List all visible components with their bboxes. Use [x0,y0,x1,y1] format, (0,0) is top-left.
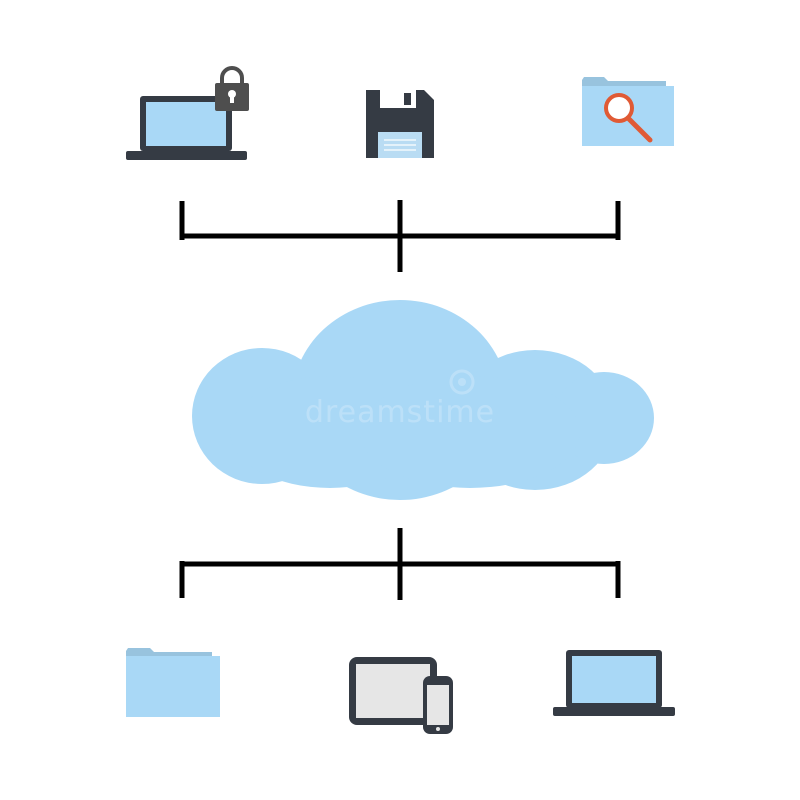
phone-screen [427,685,449,725]
laptop-screen [572,656,656,703]
locked-laptop-icon [126,66,249,160]
watermark-text: dreamstime [305,395,495,430]
watermark-logo-icon [449,369,475,395]
laptop-icon [553,650,675,716]
padlock-icon [215,66,249,111]
tablet-screen [356,664,430,718]
bottom-connector [179,528,621,600]
folder-search-icon [582,77,674,146]
cloud-shape [192,300,654,500]
top-connector [179,200,621,272]
folder-icon [126,648,220,717]
floppy-disk-icon [366,90,434,158]
watermark: dreamstime [305,369,495,430]
tablet-phone-icon [349,657,453,734]
magnifier-icon [604,93,653,143]
laptop-base [126,151,247,160]
laptop-screen [146,102,226,146]
laptop-base [553,707,675,716]
